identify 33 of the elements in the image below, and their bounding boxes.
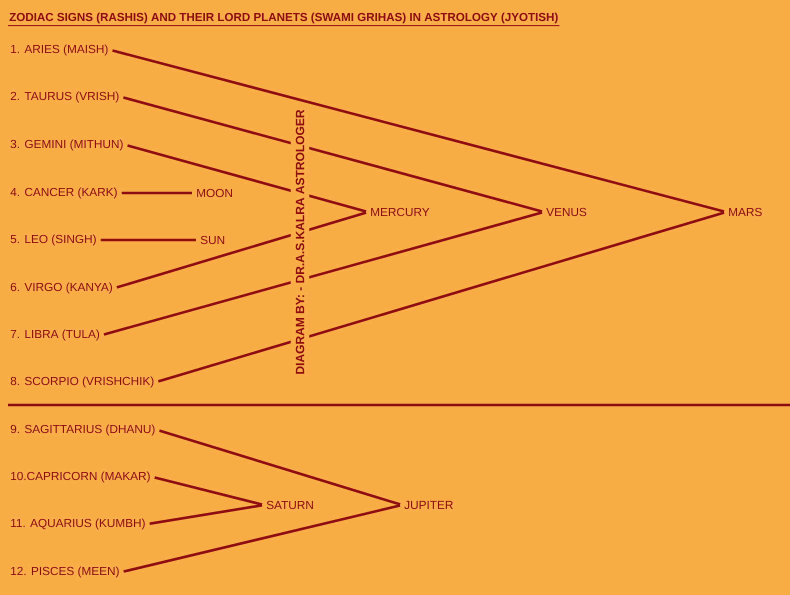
connector-line xyxy=(100,238,196,242)
planet-label: SATURN xyxy=(266,500,313,510)
connector-line xyxy=(123,96,542,213)
connector-line xyxy=(112,49,724,213)
connector-line xyxy=(158,211,724,383)
zodiac-sign-label: 1. ARIES (MAISH) xyxy=(11,44,108,56)
planet-label: JUPITER xyxy=(404,500,453,510)
connector-line xyxy=(123,504,400,573)
connector-line xyxy=(104,211,542,336)
connector-line xyxy=(116,211,366,289)
connector-line xyxy=(159,429,400,506)
zodiac-sign-label: 6. VIRGO (KANYA) xyxy=(10,282,112,294)
zodiac-sign-label: 3. GEMINI (MITHUN) xyxy=(10,140,123,150)
zodiac-sign-label: 5. LEO (SINGH) xyxy=(10,234,96,246)
zodiac-sign-label: 10.CAPRICORN (MAKAR) xyxy=(11,472,150,482)
planet-label: SUN xyxy=(200,236,224,244)
zodiac-sign-label: 2. TAURUS (VRISH) xyxy=(10,92,119,102)
planet-label: MERCURY xyxy=(371,208,430,216)
planet-label: VENUS xyxy=(546,208,586,216)
connector-line xyxy=(127,144,366,213)
zodiac-sign-label: 12. PISCES (MEEN) xyxy=(11,566,119,578)
title: ZODIAC SIGNS (RASHIS) AND THEIR LORD PLANETS (SWAMI GRIHAS) IN ASTROLOGY (JYOTISH) xyxy=(8,12,560,26)
connector-line xyxy=(149,504,262,525)
planet-label: MOON xyxy=(197,188,232,198)
credit-text: DIAGRAM BY: - DR.A.S.KALRA ASTROLOGER xyxy=(290,106,310,378)
zodiac-sign-label: 9. SAGITTARIUS (DHANU) xyxy=(10,424,155,436)
zodiac-sign-label: 11. AQUARIUS (KUMBH) xyxy=(11,518,145,530)
connector-line xyxy=(122,192,192,194)
connector-line xyxy=(154,476,262,506)
zodiac-sign-label: 7. LIBRA (TULA) xyxy=(10,330,100,340)
zodiac-sign-label: 8. SCORPIO (VRISHCHIK) xyxy=(10,376,154,388)
zodiac-sign-label: 4. CANCER (KARK) xyxy=(10,188,117,198)
planet-label: MARS xyxy=(729,208,762,216)
